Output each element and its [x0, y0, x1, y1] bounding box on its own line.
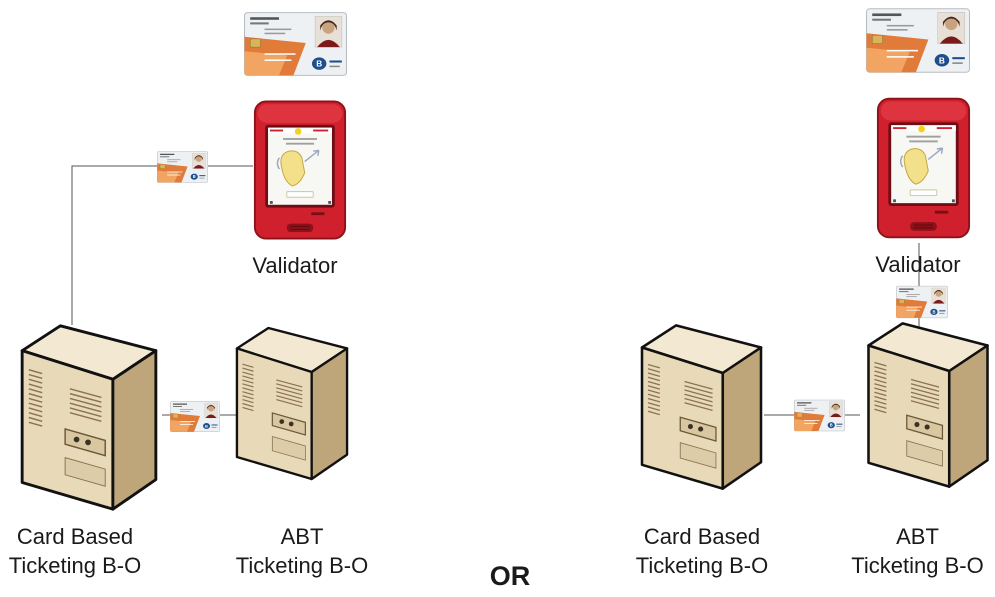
server-icon [20, 324, 158, 511]
id-card-icon [866, 8, 970, 73]
id-card-icon [170, 400, 220, 433]
abt-label-line2: Ticketing B-O [851, 553, 984, 578]
validator-label-text: Validator [875, 252, 961, 277]
server-icon [640, 324, 763, 490]
abt-label-line2: Ticketing B-O [235, 553, 369, 578]
right-abt-label: ABT Ticketing B-O [840, 522, 995, 580]
left-abt-label: ABT Ticketing B-O [222, 522, 382, 580]
card-based-label-line2: Ticketing B-O [635, 553, 769, 578]
server-icon [867, 321, 989, 489]
card-based-label-line2: Ticketing B-O [8, 553, 142, 578]
connector-left-validator-cardbased [71, 165, 253, 325]
id-card-icon [244, 12, 347, 76]
card-based-label-line1: Card Based [643, 524, 761, 549]
abt-label-line1: ABT [280, 524, 324, 549]
right-scenario [640, 8, 989, 490]
left-card-based-label: Card Based Ticketing B-O [0, 522, 150, 580]
validator-icon [253, 100, 347, 240]
server-icon [235, 326, 349, 481]
validator-label-text: Validator [252, 253, 338, 278]
card-based-label-line1: Card Based [16, 524, 134, 549]
right-validator-label: Validator [848, 250, 988, 279]
validator-icon [876, 97, 971, 239]
left-validator-label: Validator [225, 251, 365, 280]
right-card-based-label: Card Based Ticketing B-O [622, 522, 782, 580]
id-card-icon [794, 399, 845, 432]
connector-lines [71, 165, 920, 416]
id-card-icon [896, 285, 948, 319]
or-separator: OR [489, 561, 531, 591]
id-card-icon [157, 151, 208, 183]
abt-label-line1: ABT [896, 524, 939, 549]
